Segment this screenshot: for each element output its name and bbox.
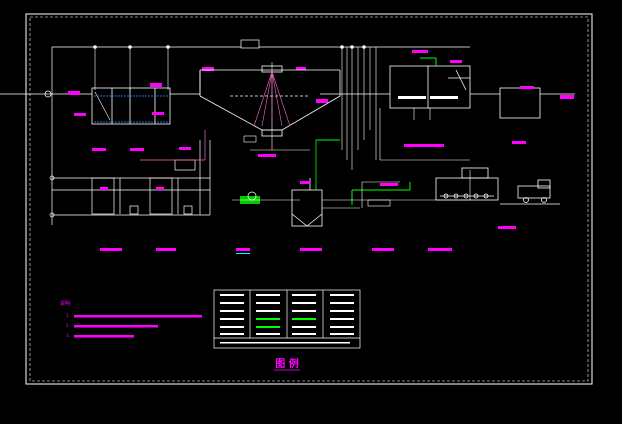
belt-filter-press [435,167,499,201]
note-3-number: 3. [66,333,70,338]
legend-rows [220,294,354,344]
dosing-label-1 [92,148,106,151]
dosing-tag-1 [100,187,108,190]
dosing-system [49,140,211,218]
screen-tank-water [94,95,168,123]
right-tank-label-1 [412,50,428,53]
press-label [380,183,398,186]
sludge-lines [322,170,471,209]
notes-lines: 1. 2. 3. [66,313,202,338]
influent-line [44,70,575,98]
outlet-tank [499,87,541,119]
right-tank-dots [398,96,458,99]
clarifier [199,62,341,137]
dosing-label-3 [179,147,191,150]
inner-frame [29,16,589,382]
outlet-label [512,141,526,144]
legend-title: 图 例 [275,357,298,370]
dosing-tag-2 [156,187,164,190]
clarifier-label [258,154,276,157]
feed-lines [93,45,377,170]
tank-2-label [152,112,164,115]
right-tank-label-2 [450,60,462,63]
right-tank-down-lines [379,108,470,161]
sludge-green-line [316,139,411,205]
clarifier-fan [253,71,291,127]
sludge-tank-label [300,181,310,184]
clarifier-sludge-lines [243,135,310,151]
magenta-flow-arrows [68,67,574,103]
screen-tank [91,87,171,125]
dosing-label-2 [130,148,144,151]
dosing-bottom-labels [100,226,516,254]
sludge-pump [232,191,300,204]
legend-table [213,289,361,349]
note-2-number: 2. [66,323,70,328]
right-tank-label-3 [404,144,444,147]
sludge-truck [500,179,560,205]
right-tank [389,65,471,109]
tank-1-label [74,113,86,116]
outlet-sign [520,86,534,89]
note-1-number: 1. [66,313,70,318]
outer-frame [25,13,593,385]
top-process-line [51,39,470,225]
right-tank-green [420,57,437,66]
dosing-pink-lines [140,130,206,161]
notes-header: 说明: [60,300,72,307]
